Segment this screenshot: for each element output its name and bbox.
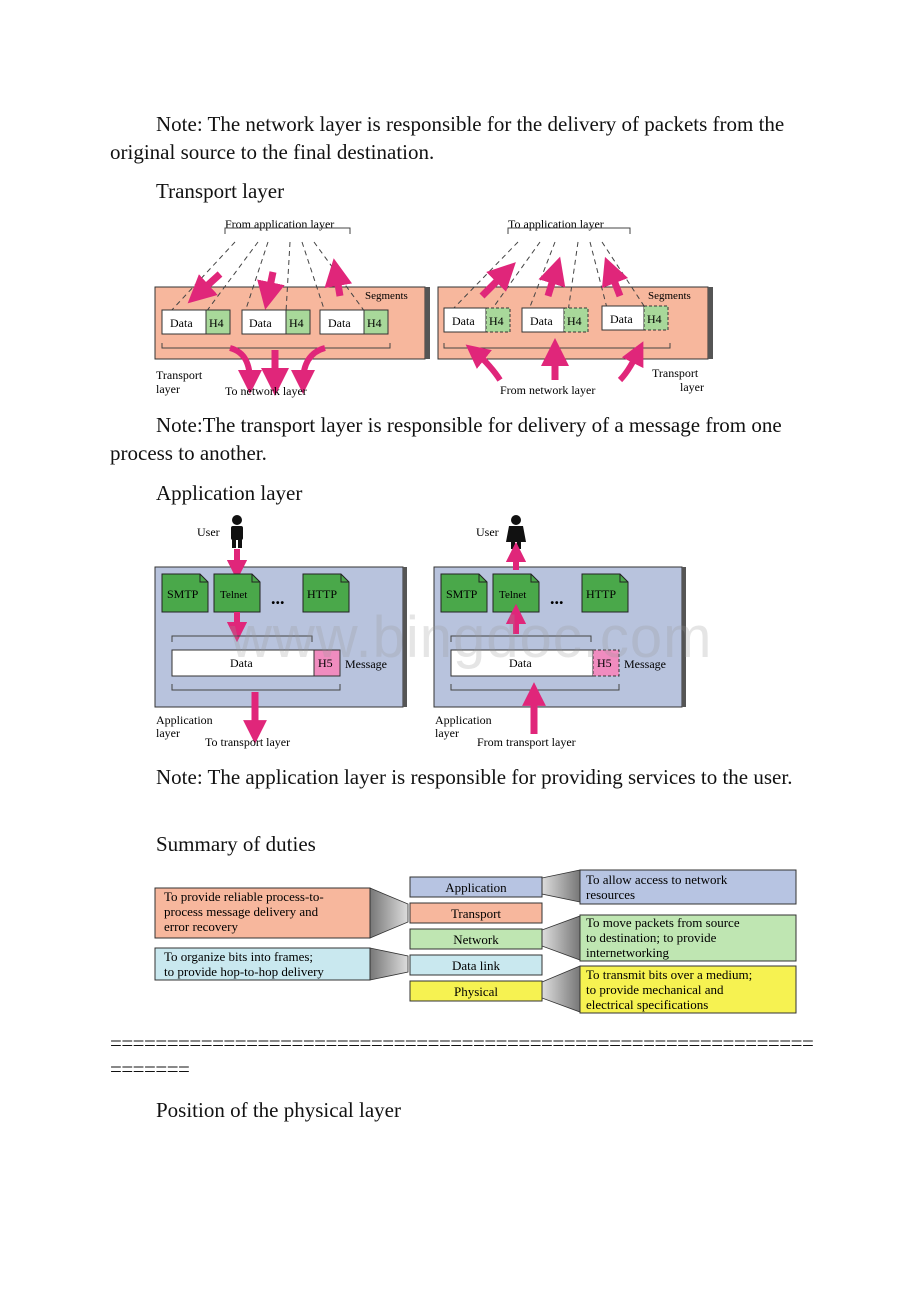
network-duty-line: To move packets from source bbox=[586, 915, 740, 930]
http-label: HTTP bbox=[586, 587, 616, 601]
data-label: Data bbox=[530, 314, 553, 328]
data-label: Data bbox=[328, 316, 351, 330]
network-duty-line: to destination; to provide bbox=[586, 930, 717, 945]
ellipsis-label: ... bbox=[271, 588, 285, 608]
layer-network: Network bbox=[453, 932, 499, 947]
to-transport-layer-label: To transport layer bbox=[205, 735, 290, 749]
heading-transport-layer: Transport layer bbox=[156, 179, 285, 203]
user-icon bbox=[231, 515, 243, 548]
transport-duty-line: process message delivery and bbox=[164, 904, 319, 919]
layer-transport: Transport bbox=[451, 906, 501, 921]
h4-label: H4 bbox=[489, 314, 504, 328]
application-duty-line: resources bbox=[586, 887, 635, 902]
user-label: User bbox=[197, 525, 220, 539]
note-transport-layer: Note:The transport layer is responsible … bbox=[110, 413, 782, 465]
physical-duty-line: electrical specifications bbox=[586, 997, 708, 1012]
application-duty-line: To allow access to network bbox=[586, 872, 728, 887]
layer-data-link: Data link bbox=[452, 958, 501, 973]
http-document-icon bbox=[302, 573, 350, 613]
transport-layer-label: Transport bbox=[652, 366, 699, 380]
from-network-layer-label: From network layer bbox=[500, 383, 595, 397]
data-label: Data bbox=[170, 316, 193, 330]
h4-label: H4 bbox=[209, 316, 224, 330]
heading-summary-of-duties: Summary of duties bbox=[156, 832, 316, 856]
segments-label: Segments bbox=[365, 290, 408, 302]
message-label: Message bbox=[624, 657, 666, 671]
h4-label: H4 bbox=[567, 314, 582, 328]
h4-label: H4 bbox=[647, 312, 662, 326]
telnet-document-icon bbox=[213, 573, 261, 613]
note-application-layer: Note: The application layer is responsib… bbox=[156, 765, 793, 789]
smtp-document-icon bbox=[440, 573, 488, 613]
physical-duty-line: To transmit bits over a medium; bbox=[586, 967, 752, 982]
application-layer-label: Application bbox=[435, 713, 492, 727]
application-layer-label: layer bbox=[156, 726, 180, 740]
from-application-layer-label: From application layer bbox=[225, 217, 334, 231]
h5-label: H5 bbox=[597, 656, 612, 670]
watermark: www.bingdoc.com bbox=[230, 605, 713, 670]
heading-physical-layer-position: Position of the physical layer bbox=[156, 1098, 401, 1122]
transport-layer-label: layer bbox=[680, 380, 704, 394]
network-duty-line: internetworking bbox=[586, 945, 670, 960]
layer-application: Application bbox=[445, 880, 507, 895]
datalink-duty-line: to provide hop-to-hop delivery bbox=[164, 964, 324, 979]
heading-application-layer: Application layer bbox=[156, 481, 303, 505]
h4-label: H4 bbox=[289, 316, 304, 330]
smtp-document-icon bbox=[161, 573, 209, 613]
message-label: Message bbox=[345, 657, 387, 671]
data-label: Data bbox=[452, 314, 475, 328]
http-document-icon bbox=[581, 573, 629, 613]
transport-layer-label: layer bbox=[156, 382, 180, 396]
from-transport-layer-label: From transport layer bbox=[477, 735, 576, 749]
transport-duty-line: error recovery bbox=[164, 919, 238, 934]
physical-duty-line: to provide mechanical and bbox=[586, 982, 724, 997]
data-label: Data bbox=[509, 656, 532, 670]
user-icon bbox=[506, 515, 526, 549]
data-label: Data bbox=[249, 316, 272, 330]
user-label: User bbox=[476, 525, 499, 539]
transport-layer-label: Transport bbox=[156, 368, 203, 382]
application-layer-label: Application bbox=[156, 713, 213, 727]
segments-label: Segments bbox=[648, 290, 691, 302]
ellipsis-label: ... bbox=[550, 588, 564, 608]
telnet-document-icon bbox=[492, 573, 540, 613]
h4-label: H4 bbox=[367, 316, 382, 330]
application-layer-label: layer bbox=[435, 726, 459, 740]
note-network-layer: Note: The network layer is responsible f… bbox=[110, 112, 785, 164]
h5-label: H5 bbox=[318, 656, 333, 670]
transport-duty-line: To provide reliable process-to- bbox=[164, 889, 324, 904]
transport-layer-figure: From application layer Segments Data H4 … bbox=[154, 217, 713, 398]
layer-physical: Physical bbox=[454, 984, 498, 999]
summary-of-duties-figure: Application Transport Network Data link … bbox=[154, 869, 797, 1014]
http-label: HTTP bbox=[307, 587, 337, 601]
separator-line: ========================================… bbox=[110, 1031, 814, 1081]
application-layer-figure: User SMTP Telnet ... HTTP Data H5 Messag… bbox=[154, 515, 686, 749]
data-label: Data bbox=[230, 656, 253, 670]
telnet-label: Telnet bbox=[220, 589, 247, 601]
to-network-layer-label: To network layer bbox=[225, 384, 307, 398]
smtp-label: SMTP bbox=[446, 587, 478, 601]
to-application-layer-label: To application layer bbox=[508, 217, 604, 231]
data-label: Data bbox=[610, 312, 633, 326]
datalink-duty-line: To organize bits into frames; bbox=[164, 949, 313, 964]
smtp-label: SMTP bbox=[167, 587, 199, 601]
telnet-label: Telnet bbox=[499, 589, 526, 601]
